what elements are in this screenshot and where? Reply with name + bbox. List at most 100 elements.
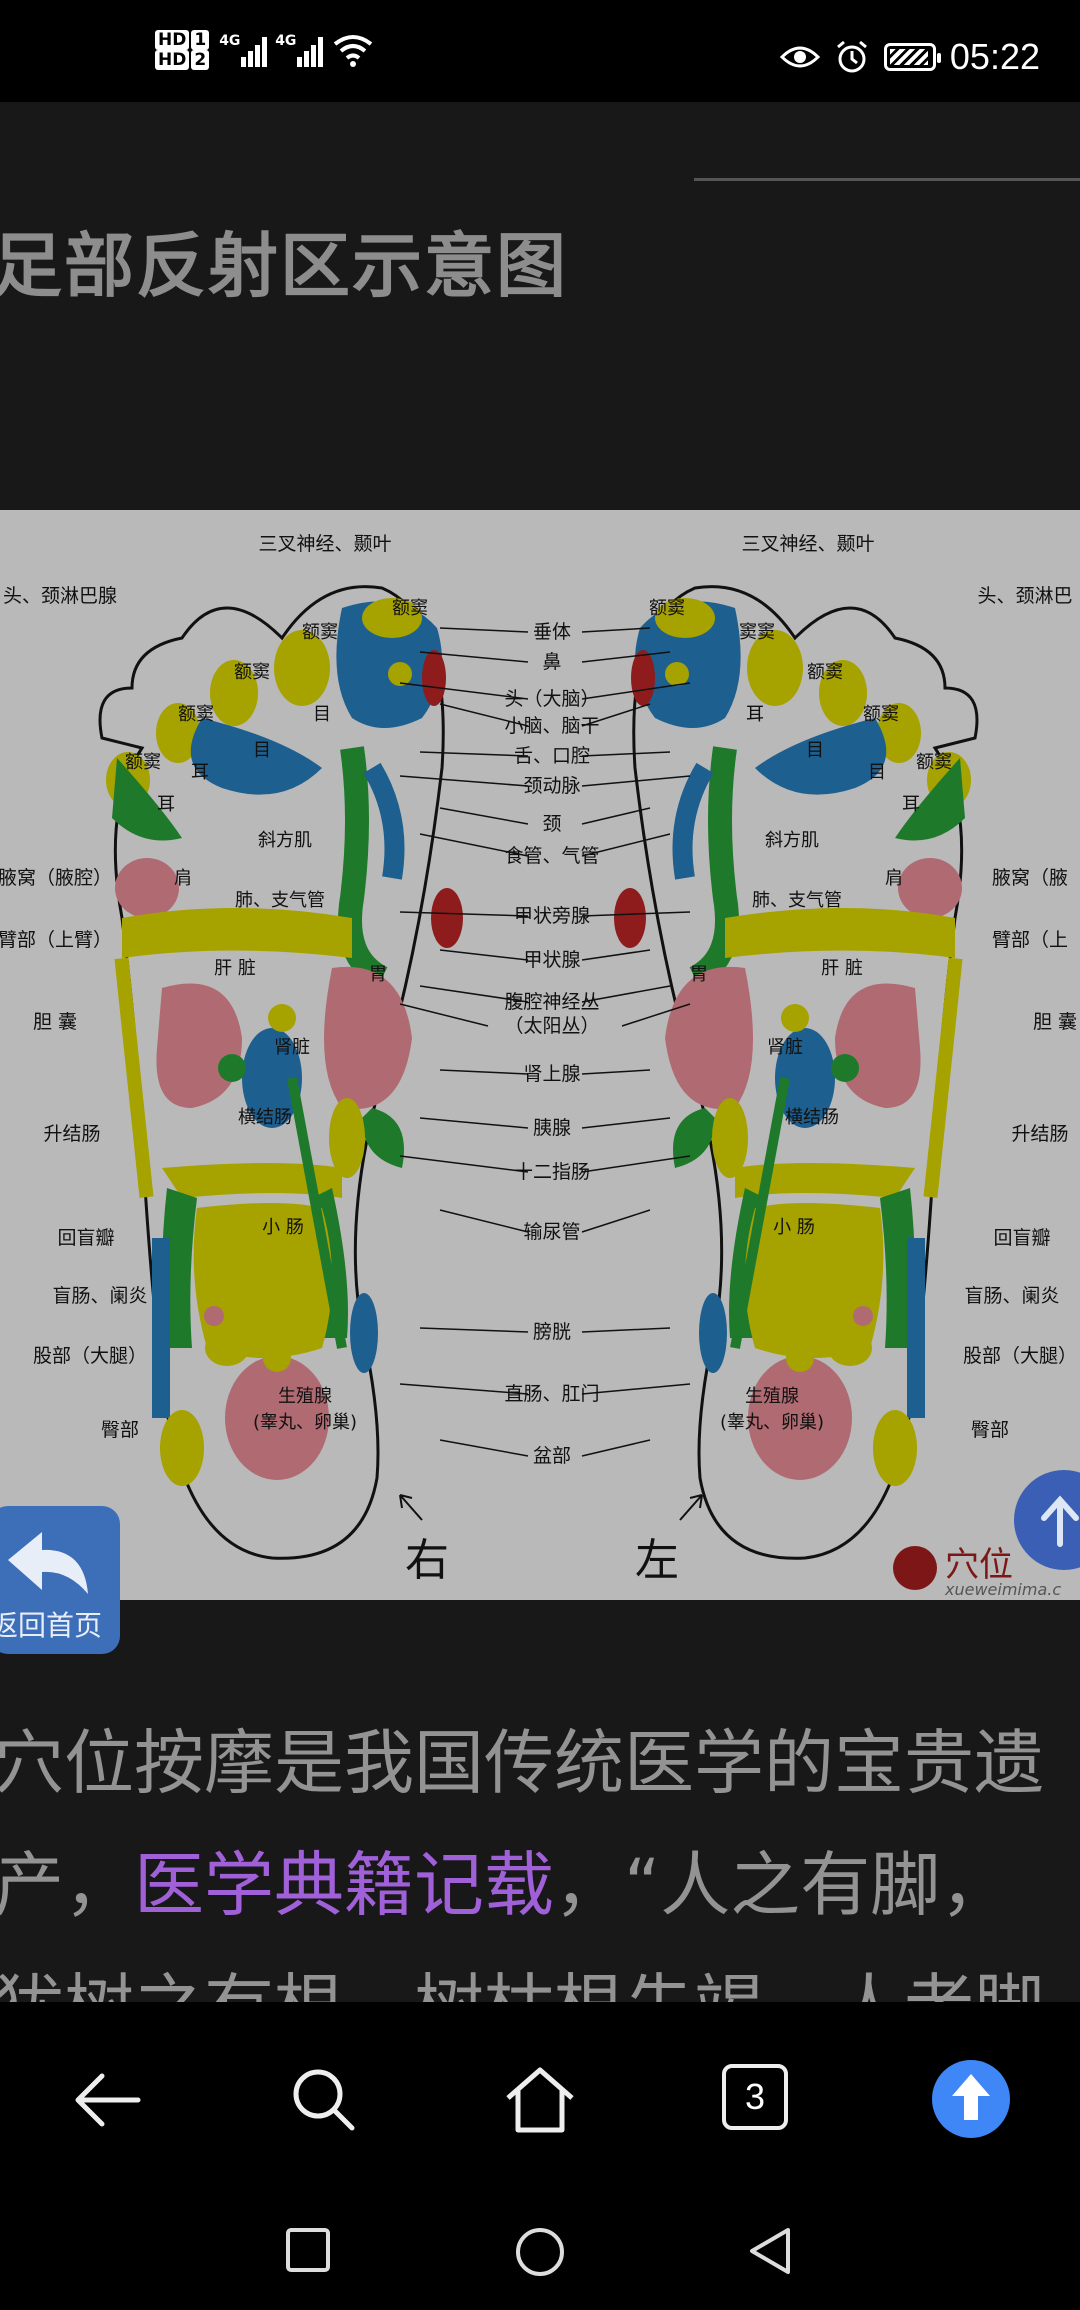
nav-home-icon[interactable] xyxy=(514,2226,566,2278)
right-foot-label: 右 xyxy=(405,1535,449,1586)
center-label: （太阳丛） xyxy=(504,1015,599,1037)
left-side-label: 臂部（上 xyxy=(992,929,1068,951)
left-foot-zone-label: 肾脏 xyxy=(767,1037,803,1058)
leader-line xyxy=(399,911,529,917)
home-icon[interactable] xyxy=(500,2060,580,2140)
right-foot-zone-label: 生殖腺 xyxy=(278,1385,332,1407)
right-foot-zone-label: 目 xyxy=(313,704,331,725)
left-foot-zone-label: 目 xyxy=(806,740,824,761)
right-foot-zone-label: 额窦 xyxy=(125,752,161,773)
center-label: 肾上腺 xyxy=(523,1063,580,1085)
wifi-icon xyxy=(333,35,373,67)
leader-line xyxy=(581,1439,651,1457)
article-line-2-end: ，“人之有脚， xyxy=(554,1844,1011,1926)
eye-comfort-icon xyxy=(779,46,820,68)
leader-line xyxy=(419,833,529,857)
recent-apps-icon[interactable] xyxy=(284,2226,332,2274)
right-foot-zone-label: (睾丸、卵巢) xyxy=(253,1412,357,1433)
right-side-label: 三叉神经、颞叶 xyxy=(258,533,391,555)
left-foot-zone-label: 生殖腺 xyxy=(745,1385,799,1407)
leader-line xyxy=(419,651,529,663)
leader-line xyxy=(399,1003,489,1027)
leader-line xyxy=(581,1209,651,1233)
watermark-logo xyxy=(893,1546,937,1590)
article-link[interactable]: 医学典籍记载 xyxy=(134,1844,554,1926)
leader-line xyxy=(581,911,691,917)
leader-line xyxy=(399,682,529,700)
center-label: 食管、气管 xyxy=(504,845,599,867)
left-foot-zone-label: (睾丸、卵巢) xyxy=(720,1412,824,1433)
sim2-badge: HD xyxy=(155,50,190,70)
battery-icon xyxy=(883,43,941,71)
left-foot-zone-label: 额窦 xyxy=(807,662,843,683)
left-foot-zone-label: 肝 脏 xyxy=(821,958,863,979)
upload-arrow-icon xyxy=(952,2074,990,2120)
leader-line xyxy=(399,1155,529,1173)
left-side-label: 三叉神经、颞叶 xyxy=(741,533,874,555)
center-label: 直肠、肛门 xyxy=(504,1383,599,1405)
web-page-content[interactable]: 足部反射区示意图 xyxy=(0,102,1080,2002)
leader-line xyxy=(581,627,651,633)
center-label: 甲状旁腺 xyxy=(514,905,590,927)
right-side-label: 臀部 xyxy=(101,1419,139,1441)
leader-line xyxy=(581,1327,671,1333)
leader-line xyxy=(439,1209,529,1233)
back-to-home-label: 返回首页 xyxy=(0,1609,103,1642)
left-foot-zone-label: 小 肠 xyxy=(773,1217,815,1238)
leader-line xyxy=(399,775,529,787)
left-side-label: 股部（大腿） xyxy=(963,1345,1077,1367)
right-foot-zone-label: 目 xyxy=(253,740,271,761)
left-side-label: 胆 囊 xyxy=(1033,1011,1077,1033)
diagram-image: 垂体鼻头（大脑）小脑、脑干舌、口腔颈动脉颈食管、气管甲状旁腺甲状腺腹腔神经丛（太… xyxy=(0,533,1077,1599)
left-foot-zone-label: 额窦 xyxy=(863,704,899,725)
leader-line xyxy=(439,703,529,727)
leader-line xyxy=(439,627,529,633)
article-line-2-start: 产， xyxy=(0,1844,134,1926)
right-foot-zone-label: 耳 xyxy=(191,762,209,783)
scroll-to-top-button[interactable] xyxy=(1014,1470,1080,1570)
leader-line xyxy=(581,651,671,663)
right-side-label: 头、颈淋巴腺 xyxy=(3,585,117,607)
center-label: 颈 xyxy=(542,813,561,835)
leader-line xyxy=(621,1003,691,1027)
leader-line xyxy=(581,1069,651,1075)
leader-line xyxy=(581,1117,671,1129)
page-title: 足部反射区示意图 xyxy=(0,225,568,307)
left-side-label: 回盲瓣 xyxy=(993,1227,1050,1249)
leader-line xyxy=(439,1069,529,1075)
divider-line xyxy=(694,178,1080,181)
center-label: 膀胱 xyxy=(533,1321,571,1343)
leader-line xyxy=(581,682,691,700)
back-arrow-icon[interactable] xyxy=(68,2060,148,2140)
leader-line xyxy=(581,833,671,857)
leader-line xyxy=(581,1155,691,1173)
search-icon[interactable] xyxy=(284,2060,364,2140)
leader-line xyxy=(581,1383,691,1395)
left-foot-zone-label: 额窦 xyxy=(916,752,952,773)
right-side-label: 腋窝（腋腔） xyxy=(0,867,112,889)
foot-reflexology-diagram[interactable]: 垂体鼻头（大脑）小脑、脑干舌、口腔颈动脉颈食管、气管甲状旁腺甲状腺腹腔神经丛（太… xyxy=(0,510,1080,1600)
left-side-label: 臀部 xyxy=(971,1419,1009,1441)
back-to-home-button[interactable]: 返回首页 xyxy=(0,1506,120,1654)
center-label: 甲状腺 xyxy=(523,949,580,971)
left-foot-zone-label: 耳 xyxy=(902,794,920,815)
nav-back-icon[interactable] xyxy=(744,2224,794,2278)
right-foot-zone-label: 额窦 xyxy=(302,622,338,643)
right-foot-zone-label: 肾脏 xyxy=(274,1037,310,1058)
left-side-label: 升结肠 xyxy=(1011,1123,1068,1145)
leader-line xyxy=(581,949,651,961)
upload-button[interactable] xyxy=(932,2060,1010,2138)
left-side-label: 头、颈淋巴 xyxy=(977,585,1072,607)
leader-line xyxy=(581,775,691,787)
article-body: 穴位按摩是我国传统医学的宝贵遗 产，医学典籍记载，“人之有脚， 犹树之有根，树枯… xyxy=(0,1702,1080,2002)
browser-toolbar xyxy=(0,2002,1080,2192)
signal-2-icon: 4G xyxy=(275,33,324,67)
alarm-icon xyxy=(836,40,867,73)
left-foot-zone-label: 额窦 xyxy=(649,598,685,619)
left-foot-zone-label: 肩 xyxy=(885,868,903,889)
center-label: 小脑、脑干 xyxy=(504,715,599,737)
leader-line xyxy=(419,751,529,757)
tab-count-button[interactable]: 3 xyxy=(722,2064,788,2130)
right-foot-zone-label: 胃 xyxy=(369,964,387,985)
